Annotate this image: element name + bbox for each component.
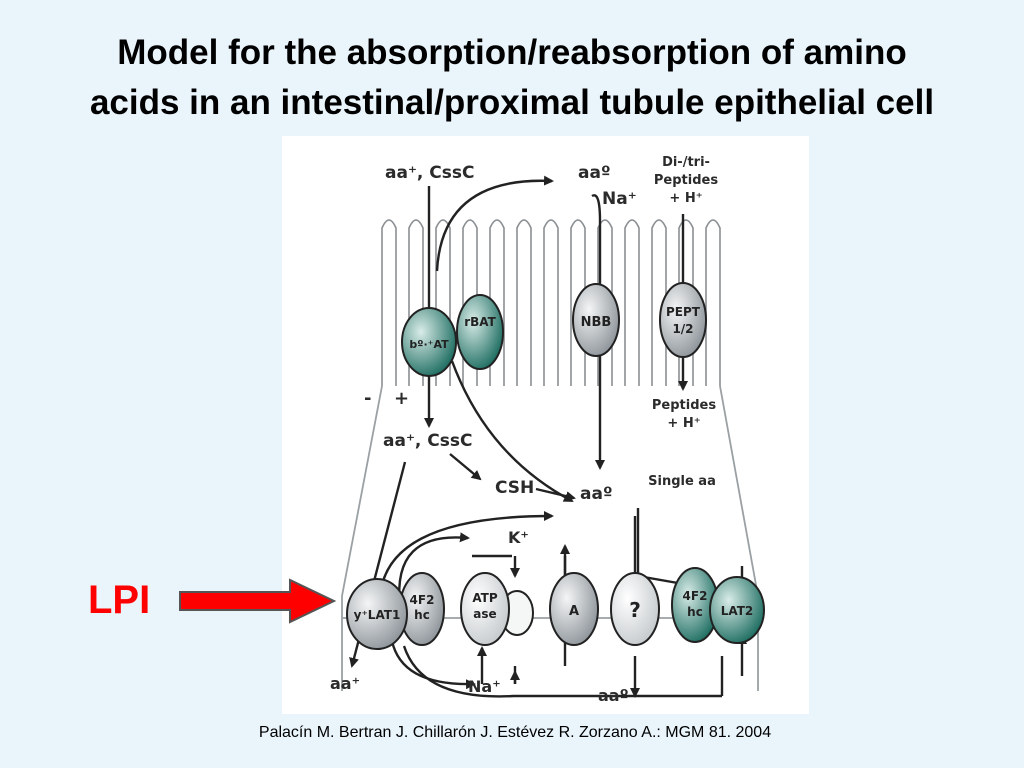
label-di-tri: Di-/tri- <box>662 155 710 170</box>
label-cytosol-aa0: aaº <box>580 484 613 504</box>
label-cytosol-h: + H⁺ <box>667 416 700 431</box>
cell-diagram-svg: rBAT bº·⁺AT NBB PEPT 1/2 4F2 hc y⁺LAT1 <box>330 155 765 705</box>
a-label: A <box>569 604 579 619</box>
transporter-ylat1: y⁺LAT1 <box>346 578 408 650</box>
nbb-label: NBB <box>581 315 612 330</box>
label-apical-peptides: Peptides <box>654 173 718 188</box>
label-cytosol-peptides: Peptides <box>652 398 716 413</box>
transporter-rbat: rBAT <box>456 294 504 370</box>
cell-diagram: rBAT bº·⁺AT NBB PEPT 1/2 4F2 hc y⁺LAT1 <box>282 136 809 714</box>
transporter-4f2hc-right: 4F2 hc <box>671 567 719 643</box>
diagram-labels: aa⁺, CssC aaº Na⁺ Di-/tri- Peptides + H⁺… <box>330 155 718 705</box>
transporter-nbb: NBB <box>572 283 620 357</box>
label-cytosol-aa-cssc: aa⁺, CssC <box>383 431 472 451</box>
atpase-label-2: ase <box>473 607 496 621</box>
citation: Palacín M. Bertran J. Chillarón J. Estév… <box>258 724 772 741</box>
transporter-lat2: LAT2 <box>709 576 765 644</box>
title-line-2: acids in an intestinal/proximal tubule e… <box>89 83 935 122</box>
atpase-label-1: ATP <box>472 591 498 605</box>
label-apical-na: Na⁺ <box>602 189 637 209</box>
ylat1-label: y⁺LAT1 <box>354 608 401 622</box>
pept-label-1: PEPT <box>666 305 701 319</box>
transporter-b0at: bº·⁺AT <box>401 307 457 377</box>
label-apical-aa0: aaº <box>578 163 611 183</box>
label-apical-aa-cssc: aa⁺, CssC <box>385 163 474 183</box>
label-k: K⁺ <box>508 528 529 547</box>
label-basolateral-aa-plus: aa⁺ <box>330 674 360 693</box>
title-line-1: Model for the absorption/reabsorption of… <box>117 33 907 72</box>
b0at-label: bº·⁺AT <box>409 338 449 351</box>
transporter-4f2hc-left: 4F2 hc <box>399 572 445 646</box>
label-csh: CSH <box>495 478 534 498</box>
label-apical-h: + H⁺ <box>669 191 702 206</box>
lpi-label: LPI <box>88 578 151 622</box>
transporter-unknown: ? <box>610 572 660 646</box>
4f2hc-left-label-2: hc <box>414 608 430 622</box>
label-single-aa: Single aa <box>648 474 716 489</box>
transporter-atpase: ATP ase <box>460 572 534 646</box>
label-minus: - <box>364 388 371 409</box>
rbat-label: rBAT <box>464 315 496 329</box>
lat2-label: LAT2 <box>721 604 754 618</box>
microvilli <box>381 219 721 386</box>
4f2hc-left-label-1: 4F2 <box>410 593 435 607</box>
4f2hc-right-label-2: hc <box>687 605 703 619</box>
transporter-a: A <box>549 572 599 646</box>
label-plus: + <box>394 388 409 409</box>
pept-label-2: 1/2 <box>672 322 693 336</box>
lpi-arrow-icon <box>179 578 337 624</box>
unknown-label: ? <box>629 598 641 622</box>
transporter-pept: PEPT 1/2 <box>659 282 707 358</box>
4f2hc-right-label-1: 4F2 <box>683 589 708 603</box>
slide-title: Model for the absorption/reabsorption of… <box>0 28 1024 128</box>
label-basolateral-aa0: aaº <box>598 686 629 705</box>
label-basolateral-na: Na⁺ <box>468 677 501 696</box>
